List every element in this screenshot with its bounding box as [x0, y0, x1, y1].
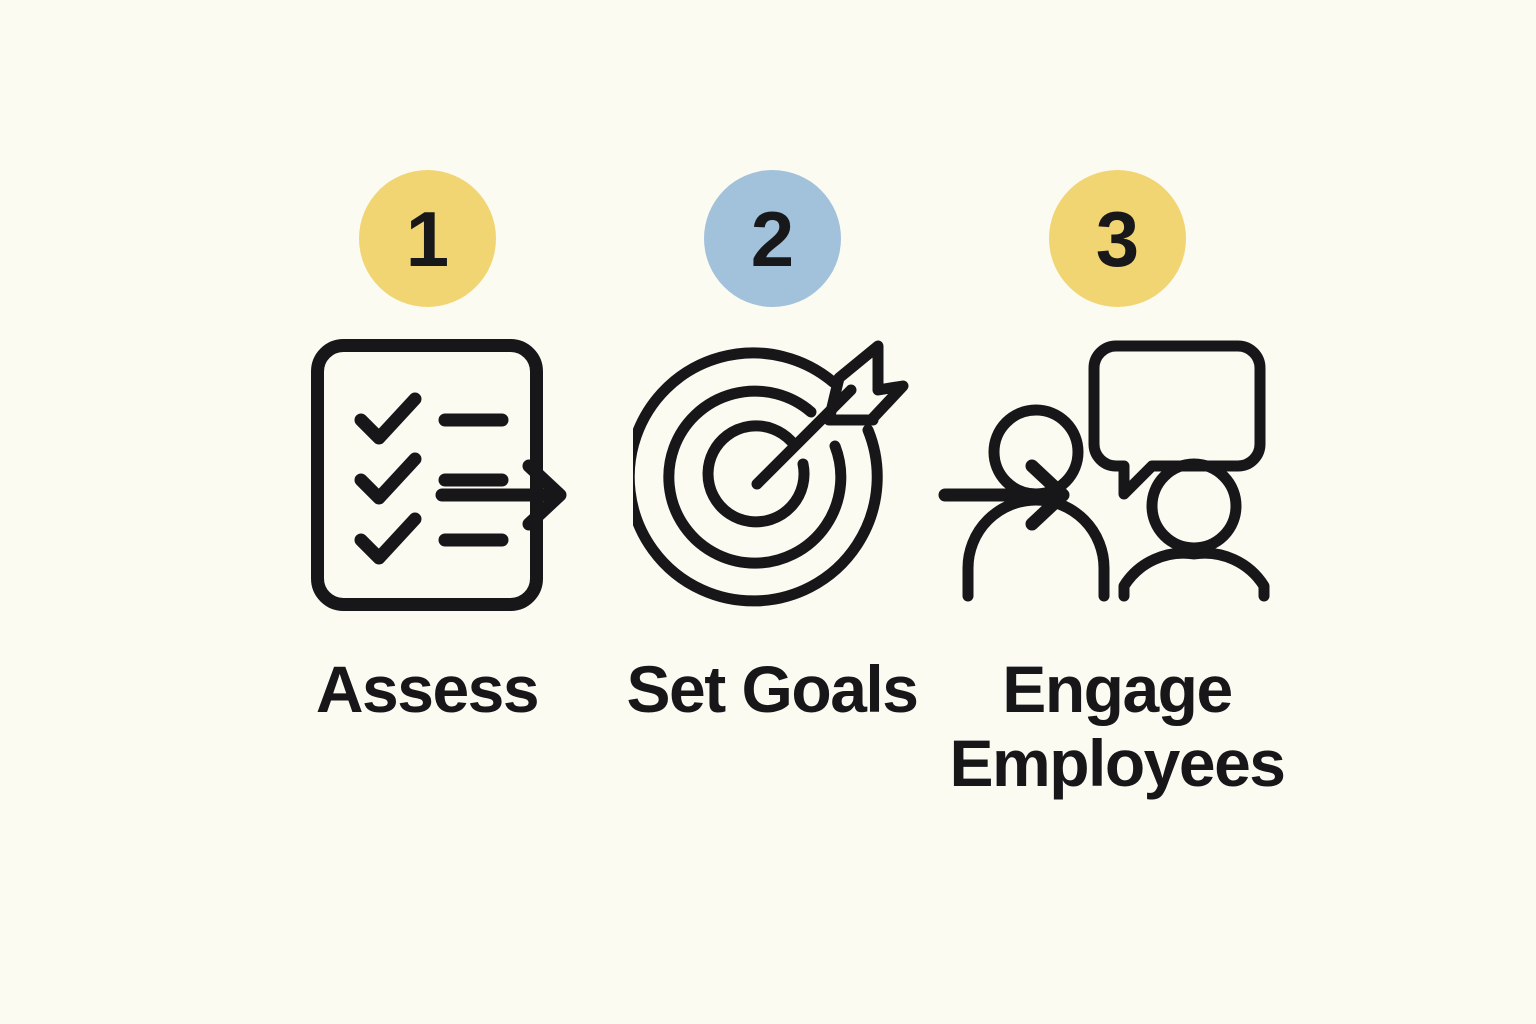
step-1-assess: 1 Assess	[255, 0, 600, 727]
step-2-set-goals: 2 Set Goals	[600, 0, 945, 727]
step-2-number: 2	[750, 194, 794, 283]
step-1-label: Assess	[315, 652, 540, 726]
step-3-number-badge: 3	[1048, 170, 1186, 307]
step-3-label: Engage Employees	[949, 652, 1287, 800]
target-arrow-icon	[633, 335, 911, 615]
step-1-number-badge: 1	[358, 170, 496, 307]
step-1-number: 1	[405, 194, 449, 283]
step-2-label: Set Goals	[626, 652, 919, 726]
arrow-right-icon-1	[435, 455, 575, 535]
step-3-engage-employees: 3 Engage Employees	[945, 0, 1290, 801]
arrow-right-icon-2	[938, 455, 1078, 535]
step-2-number-badge: 2	[703, 170, 841, 307]
step-3-number: 3	[1095, 194, 1139, 283]
